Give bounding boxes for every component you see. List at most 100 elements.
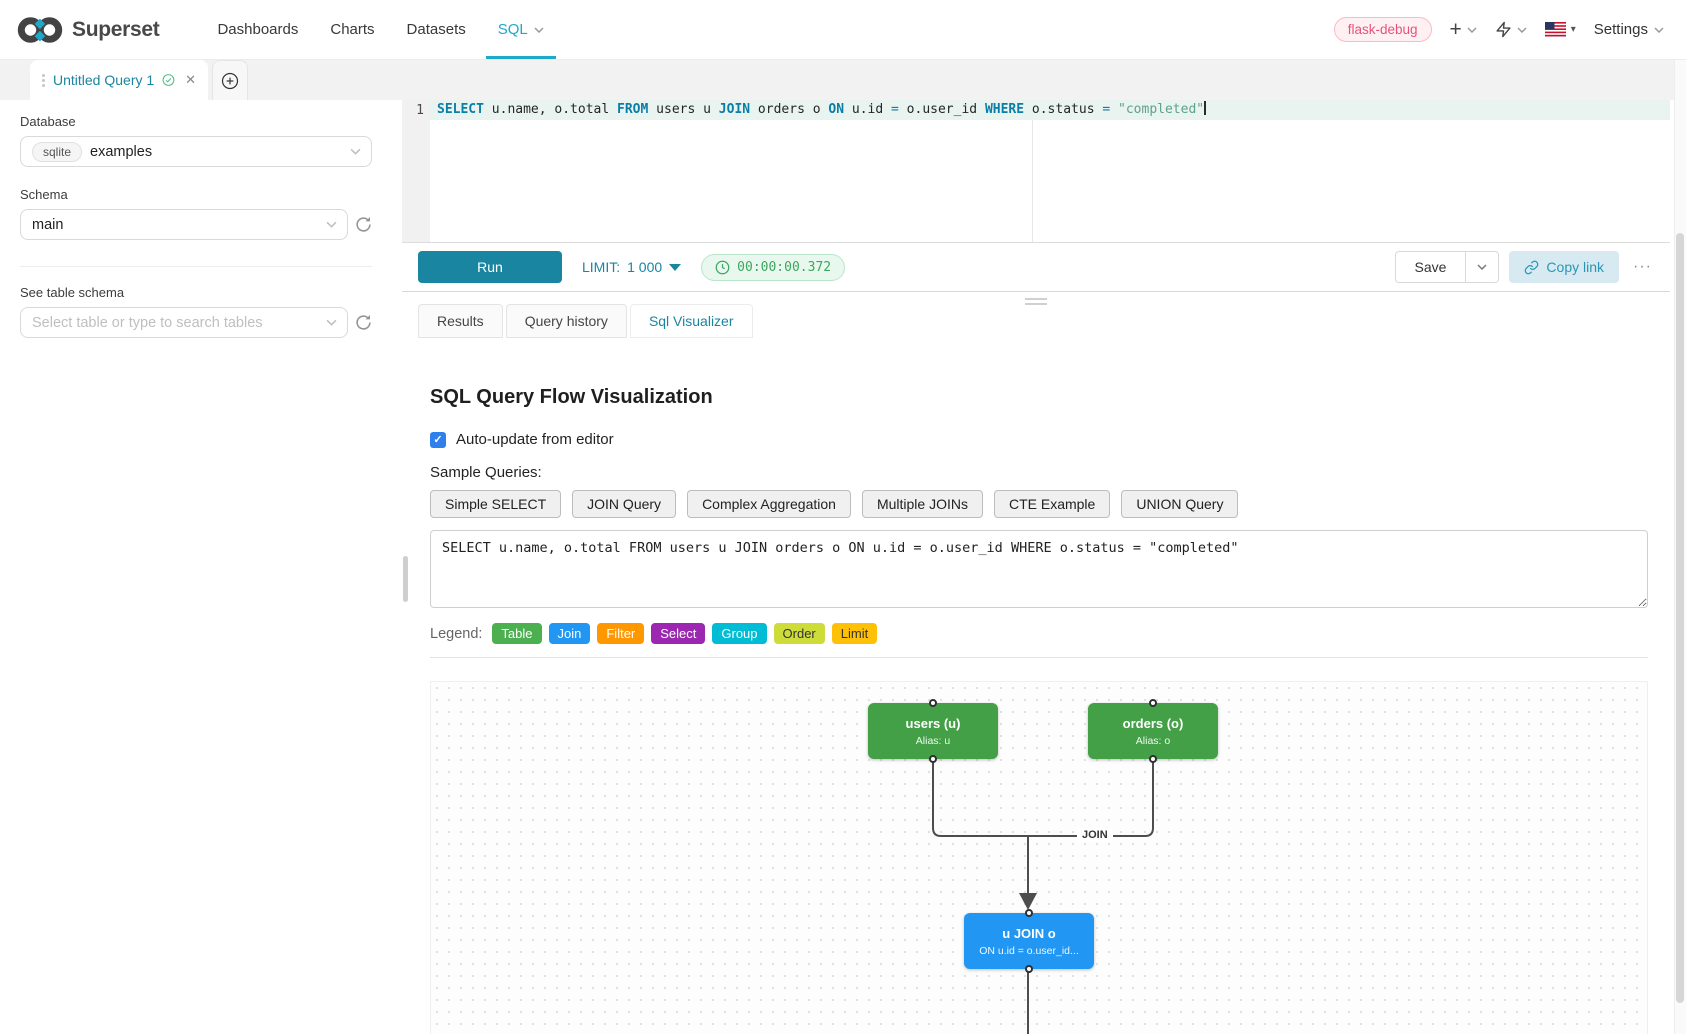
run-button[interactable]: Run xyxy=(418,251,562,283)
node-subtitle: Alias: u xyxy=(915,734,951,747)
node-handle[interactable] xyxy=(1025,909,1033,917)
legend-badge: Table xyxy=(492,623,542,644)
sample-query-button[interactable]: UNION Query xyxy=(1121,490,1239,518)
text-cursor xyxy=(1204,101,1206,115)
node-handle[interactable] xyxy=(929,699,937,707)
section-divider xyxy=(430,657,1648,658)
node-handle[interactable] xyxy=(1149,755,1157,763)
sql-token: users u xyxy=(648,102,719,117)
pane-resize-handle[interactable] xyxy=(1025,298,1047,308)
table-schema-label: See table schema xyxy=(20,285,125,300)
print-margin xyxy=(1032,100,1033,242)
sample-query-button[interactable]: JOIN Query xyxy=(572,490,677,518)
query-search-menu[interactable] xyxy=(1495,20,1527,39)
schema-select[interactable]: main xyxy=(20,209,348,240)
nav-item-dashboards[interactable]: Dashboards xyxy=(217,21,299,38)
node-title: u JOIN o xyxy=(1002,925,1056,941)
database-select-value: examples xyxy=(90,143,153,160)
query-timer: 00:00:00.372 xyxy=(701,253,846,281)
settings-menu[interactable]: Settings xyxy=(1594,21,1664,38)
flow-node-orders[interactable]: orders (o) Alias: o xyxy=(1088,699,1218,763)
legend-badge: Select xyxy=(651,623,706,644)
node-title: users (u) xyxy=(905,715,961,731)
tab-results[interactable]: Results xyxy=(418,304,503,338)
refresh-icon[interactable] xyxy=(355,216,372,233)
drag-handle-icon[interactable] xyxy=(42,73,45,87)
node-handle[interactable] xyxy=(929,755,937,763)
legend-badge: Filter xyxy=(597,623,645,644)
sample-query-button[interactable]: Complex Aggregation xyxy=(687,490,851,518)
line-number: 1 xyxy=(416,103,424,118)
sample-query-button[interactable]: Multiple JOINs xyxy=(861,490,983,518)
query-tab-untitled-1[interactable]: Untitled Query 1 ✕ xyxy=(30,60,208,100)
sql-token: u.id xyxy=(844,102,892,117)
pane-scrollbar-thumb[interactable] xyxy=(403,556,408,602)
limit-dropdown[interactable]: LIMIT: 1 000 xyxy=(582,259,682,275)
sample-query-button[interactable]: CTE Example xyxy=(993,490,1111,518)
database-label: Database xyxy=(20,114,76,129)
query-text-input[interactable]: SELECT u.name, o.total FROM users u JOIN… xyxy=(430,530,1648,608)
sql-token: orders o xyxy=(750,102,829,117)
sample-query-buttons: Simple SELECT JOIN Query Complex Aggregati… xyxy=(430,490,1648,518)
close-icon[interactable]: ✕ xyxy=(185,72,196,87)
caret-down-icon: ▾ xyxy=(1570,24,1576,35)
save-button[interactable]: Save xyxy=(1394,251,1467,283)
brand-name: Superset xyxy=(72,17,160,41)
flow-canvas[interactable]: JOIN users (u) Alias: u orders (o) Alias… xyxy=(430,681,1648,1034)
editor-toolbar: Run LIMIT: 1 000 00:00:00.372 Save xyxy=(402,243,1670,292)
auto-update-checkbox[interactable] xyxy=(430,431,446,448)
new-query-tab-button[interactable] xyxy=(212,60,248,100)
flow-node-users[interactable]: users (u) Alias: u xyxy=(868,699,998,763)
refresh-icon[interactable] xyxy=(355,314,372,331)
chevron-down-icon xyxy=(1517,26,1527,33)
legend-badge: Join xyxy=(548,623,591,644)
nav-item-charts[interactable]: Charts xyxy=(330,21,375,38)
superset-logo[interactable]: Superset xyxy=(0,0,160,59)
tab-sql-visualizer[interactable]: Sql Visualizer xyxy=(629,304,753,338)
editor-code-area[interactable]: SELECT u.name, o.total FROM users u JOIN… xyxy=(430,100,1670,242)
sql-token: JOIN xyxy=(718,102,751,117)
page-scrollbar[interactable] xyxy=(1674,60,1686,1034)
language-menu[interactable]: ▾ xyxy=(1544,22,1576,37)
node-handle[interactable] xyxy=(1025,965,1033,973)
sql-visualizer-panel: SQL Query Flow Visualization Auto-update… xyxy=(402,386,1670,1034)
link-icon xyxy=(1525,260,1539,274)
plus-icon: + xyxy=(1449,18,1462,41)
query-tab-title: Untitled Query 1 xyxy=(53,72,155,88)
chevron-down-icon xyxy=(534,26,544,33)
table-select-placeholder: Select table or type to search tables xyxy=(32,314,263,331)
new-item-menu[interactable]: + xyxy=(1450,19,1477,40)
sql-editor[interactable]: 1 SELECT u.name, o.total FROM users u JO… xyxy=(402,100,1670,243)
sqllab-sidebar: Database sqlite examples Schema main See… xyxy=(0,100,388,1034)
nav-item-datasets[interactable]: Datasets xyxy=(406,21,466,38)
superset-infinity-icon xyxy=(17,16,63,43)
page-scrollbar-thumb[interactable] xyxy=(1676,233,1684,1003)
database-select[interactable]: sqlite examples xyxy=(20,136,372,167)
more-actions-button[interactable]: ··· xyxy=(1633,258,1652,275)
save-dropdown-button[interactable] xyxy=(1466,251,1500,283)
south-pane: Results Query history Sql Visualizer SQL… xyxy=(402,292,1670,1034)
sql-token: ON xyxy=(828,102,845,117)
timer-value: 00:00:00.372 xyxy=(737,259,832,275)
nav-item-sql[interactable]: SQL xyxy=(482,0,560,59)
editor-gutter: 1 xyxy=(402,100,430,242)
code-line-content: SELECT u.name, o.total FROM users u JOIN… xyxy=(430,100,1670,120)
sample-query-button[interactable]: Simple SELECT xyxy=(430,490,562,518)
node-subtitle: ON u.id = o.user_id... xyxy=(979,944,1079,957)
tab-query-history[interactable]: Query history xyxy=(505,304,627,338)
environment-badge: flask-debug xyxy=(1333,17,1432,42)
table-select[interactable]: Select table or type to search tables xyxy=(20,307,348,338)
top-navbar: Superset Dashboards Charts Datasets SQL xyxy=(0,0,1686,60)
chevron-down-icon xyxy=(350,148,361,155)
flow-edges xyxy=(932,759,1154,1034)
copy-link-button[interactable]: Copy link xyxy=(1509,251,1620,283)
legend-badge: Order xyxy=(773,623,825,644)
legend-label: Legend: xyxy=(430,625,483,642)
limit-value: 1 000 xyxy=(627,259,663,275)
check-circle-icon xyxy=(162,74,175,86)
plus-circle-icon xyxy=(221,72,239,89)
flow-node-join[interactable]: u JOIN o ON u.id = o.user_id... xyxy=(964,909,1094,973)
node-handle[interactable] xyxy=(1149,699,1157,707)
